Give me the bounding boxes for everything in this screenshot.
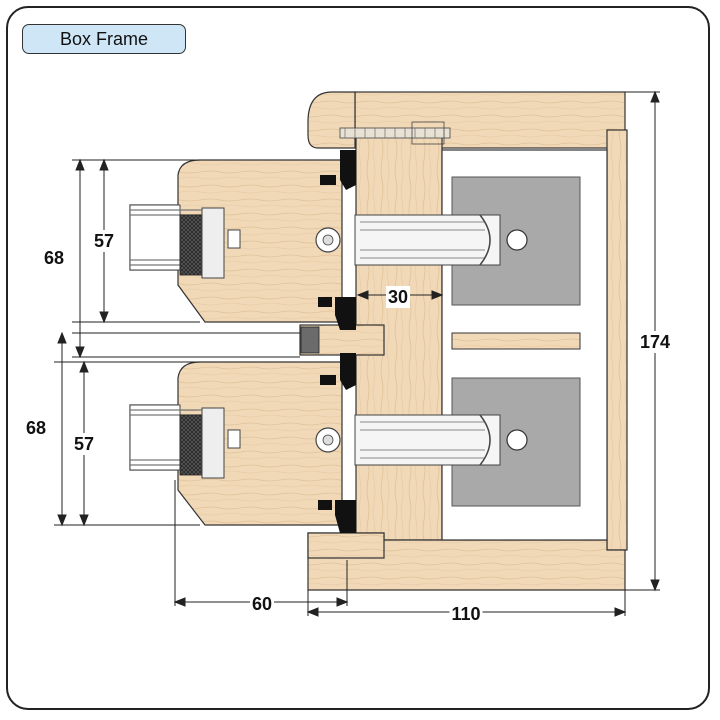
pulley-lower bbox=[354, 414, 528, 466]
dim-box-width: 110 bbox=[451, 604, 480, 624]
staff-bead bbox=[307, 532, 385, 559]
dimension-label-bg bbox=[249, 593, 275, 615]
dim-box-height: 174 bbox=[640, 332, 670, 352]
dim-lower-glass: 57 bbox=[74, 434, 94, 454]
title-badge: Box Frame bbox=[22, 24, 186, 54]
dimension-lines bbox=[54, 90, 660, 617]
outer-lining bbox=[606, 129, 628, 551]
dim-sash-projection: 60 bbox=[252, 594, 272, 614]
dimension-label-bg bbox=[23, 417, 49, 439]
lower-sash bbox=[129, 361, 343, 526]
dimension-label-bg bbox=[41, 247, 67, 269]
head-bead bbox=[307, 91, 356, 149]
upper-sash bbox=[129, 159, 343, 323]
dimension-label-bg bbox=[385, 286, 411, 308]
screw bbox=[339, 121, 451, 145]
lower-glass bbox=[129, 404, 181, 471]
dim-upper-glass: 57 bbox=[94, 231, 114, 251]
dim-bead-depth: 30 bbox=[388, 287, 408, 307]
parting-bead-brush bbox=[300, 326, 320, 354]
dimension-label-bg bbox=[71, 433, 97, 455]
dimension-label-bg bbox=[637, 331, 673, 353]
draught-seals bbox=[318, 150, 356, 533]
dim-lower-overall: 68 bbox=[26, 418, 46, 438]
dim-upper-overall: 68 bbox=[44, 248, 64, 268]
dimension-label-bg bbox=[91, 230, 117, 252]
upper-glass bbox=[129, 204, 181, 271]
dimension-label-bg bbox=[449, 603, 483, 625]
parting-slip bbox=[451, 332, 581, 350]
pulley-upper bbox=[354, 214, 528, 266]
